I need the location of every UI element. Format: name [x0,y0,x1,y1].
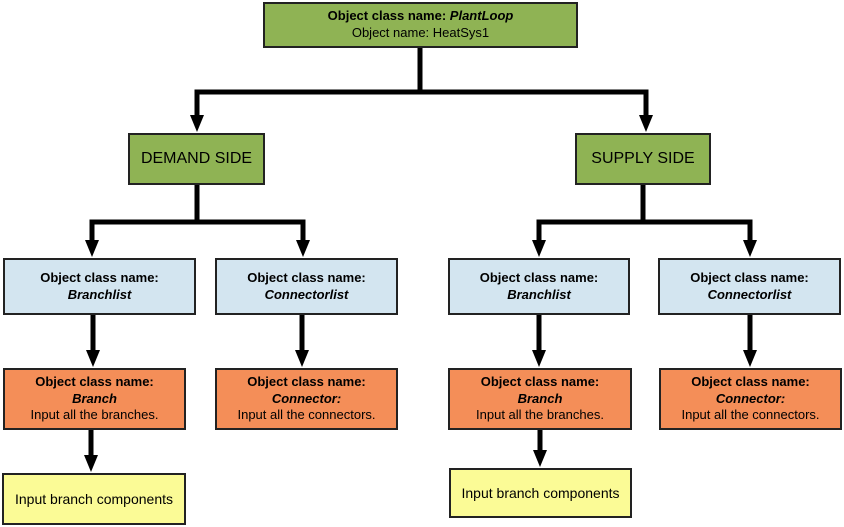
plantloop-box: Object class name: PlantLoop Object name… [263,2,578,48]
arrowhead-supply-side [639,115,653,132]
connector-demand-split [85,183,310,257]
arrowhead-demand-connectorlist [296,240,310,257]
supply-connector-class-name: Connector: [715,390,786,406]
supply-connectorlist-class-name: Connectorlist [707,286,792,302]
supply-connectorlist-label: Object class name: [690,269,809,285]
connector-root-to-sides [190,46,653,132]
supply-side-title: SUPPLY SIDE [591,149,695,167]
demand-connectorlist-box: Object class name: Connectorlist [215,258,398,315]
demand-side-title: DEMAND SIDE [140,149,253,167]
supply-connector-label: Object class name: [691,373,810,389]
demand-connector-box: Object class name: Connector: Input all … [215,368,398,430]
supply-branch-class-name: Branch [517,390,563,406]
demand-connector-label: Object class name: [247,373,366,389]
supply-branch-box: Object class name: Branch Input all the … [448,368,632,430]
plantloop-class-line: Object class name: PlantLoop [328,8,514,25]
connector-supply-split [532,183,757,257]
supply-branchlist-box: Object class name: Branchlist [448,258,630,315]
demand-branchlist-class-name: Branchlist [67,286,132,302]
plantloop-class-name: PlantLoop [449,8,514,24]
supply-branch-label: Object class name: [480,373,600,389]
supply-connector-box: Object class name: Connector: Input all … [659,368,842,430]
demand-connectorlist-class-name: Connectorlist [264,286,349,302]
supply-leaf-text: Input branch components [461,484,620,501]
supply-branch-note: Input all the branches. [476,407,604,423]
demand-connector-note: Input all the connectors. [237,407,376,423]
demand-branchlist-label: Object class name: [40,269,159,285]
supply-leaf-box: Input branch components [449,468,632,518]
demand-leaf-text: Input branch components [15,490,173,507]
arrowhead-demand-branchlist [85,240,99,257]
supply-connectorlist-box: Object class name: Connectorlist [658,258,841,315]
demand-branch-note: Input all the branches. [30,407,159,423]
demand-side-box: DEMAND SIDE [128,133,265,185]
connector-branch-to-leaf [84,428,547,472]
supply-branchlist-label: Object class name: [479,269,599,285]
demand-connector-class-name: Connector: [271,390,342,406]
supply-branchlist-class-name: Branchlist [507,286,571,302]
demand-branch-label: Object class name: [35,373,154,389]
demand-branch-class-name: Branch [72,390,117,406]
connector-lists-to-objects [86,313,757,367]
supply-connector-note: Input all the connectors. [681,407,820,423]
demand-branchlist-box: Object class name: Branchlist [3,258,196,315]
demand-branch-box: Object class name: Branch Input all the … [3,368,186,430]
arrowhead-supply-connectorlist [743,240,757,257]
arrowhead-demand-side [190,115,204,132]
demand-leaf-box: Input branch components [2,473,186,525]
plantloop-label: Object class name: [327,8,447,24]
supply-side-box: SUPPLY SIDE [575,133,711,185]
arrowhead-supply-branchlist [532,240,546,257]
demand-connectorlist-label: Object class name: [247,269,366,285]
plantloop-object-name: Object name: HeatSys1 [351,25,490,40]
